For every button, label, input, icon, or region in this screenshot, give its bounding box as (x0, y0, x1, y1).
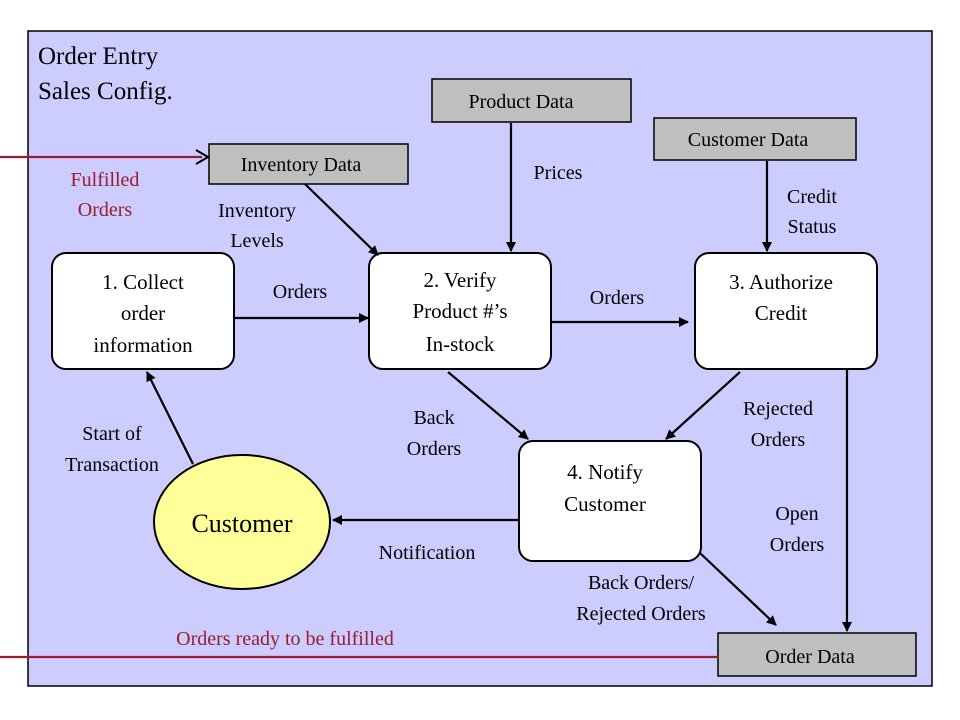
process-authorize-credit: 3. Authorize Credit (694, 252, 878, 370)
label-rejected-orders-2: Orders (751, 429, 806, 451)
data-store-inventory: Inventory Data (208, 143, 409, 185)
svg-text:2. Verify: 2. Verify (423, 268, 497, 292)
diagram-title-line1: Order Entry (38, 43, 159, 70)
svg-text:4. Notify: 4. Notify (567, 460, 643, 484)
diagram-title-line2: Sales Config. (38, 78, 173, 105)
svg-text:Customer Data: Customer Data (688, 129, 809, 151)
process-notify-customer: 4. Notify Customer (518, 440, 702, 562)
svg-text:1. Collect: 1. Collect (102, 270, 184, 294)
label-start-of-transaction-2: Transaction (65, 454, 159, 476)
svg-text:information: information (93, 333, 193, 357)
svg-text:Order Data: Order Data (765, 646, 855, 668)
label-back-rejected-orders-2: Rejected Orders (576, 603, 706, 625)
label-start-of-transaction: Start of (82, 423, 142, 445)
svg-text:Customer: Customer (191, 509, 292, 538)
label-open-orders: Open (775, 503, 818, 525)
svg-text:Product Data: Product Data (469, 91, 574, 113)
label-orders-2-to-3: Orders (590, 287, 645, 309)
arrow-rejected-orders (665, 371, 741, 440)
svg-text:Inventory Data: Inventory Data (241, 154, 362, 176)
process-collect-order-information: 1. Collect order information (51, 252, 235, 370)
arrow-inventory-levels (304, 183, 379, 256)
svg-text:In-stock: In-stock (426, 332, 495, 356)
data-store-customer: Customer Data (653, 117, 857, 161)
svg-text:Credit: Credit (755, 301, 808, 325)
label-orders-1-to-2: Orders (273, 281, 328, 303)
arrowhead-fulfilled-orders (195, 149, 210, 165)
label-credit-status: Credit (787, 186, 837, 208)
data-store-order: Order Data (717, 632, 917, 677)
svg-text:Customer: Customer (564, 492, 646, 516)
label-inventory-levels-2: Levels (230, 230, 284, 252)
label-back-rejected-orders: Back Orders/ (588, 572, 695, 594)
arrow-start-of-transaction (146, 371, 194, 465)
label-orders-ready: Orders ready to be fulfilled (176, 628, 394, 650)
label-notification: Notification (379, 542, 476, 564)
label-inventory-levels: Inventory (218, 200, 296, 222)
data-store-product: Product Data (431, 78, 632, 123)
label-open-orders-2: Orders (770, 534, 825, 556)
label-prices: Prices (534, 162, 583, 184)
svg-text:3. Authorize: 3. Authorize (729, 270, 833, 294)
label-rejected-orders: Rejected (743, 398, 813, 420)
arrow-back-rejected-orders (699, 552, 777, 626)
arrow-back-orders (447, 371, 529, 440)
label-back-orders-2: Orders (407, 438, 462, 460)
label-fulfilled-orders-2: Orders (78, 199, 133, 221)
process-verify-product: 2. Verify Product #’s In-stock (368, 252, 552, 370)
label-credit-status-2: Status (788, 216, 837, 238)
label-fulfilled-orders: Fulfilled (71, 169, 140, 191)
external-entity-customer: Customer (153, 454, 331, 590)
svg-text:Product #’s: Product #’s (412, 299, 507, 323)
svg-text:order: order (121, 301, 165, 325)
label-back-orders: Back (413, 407, 454, 429)
